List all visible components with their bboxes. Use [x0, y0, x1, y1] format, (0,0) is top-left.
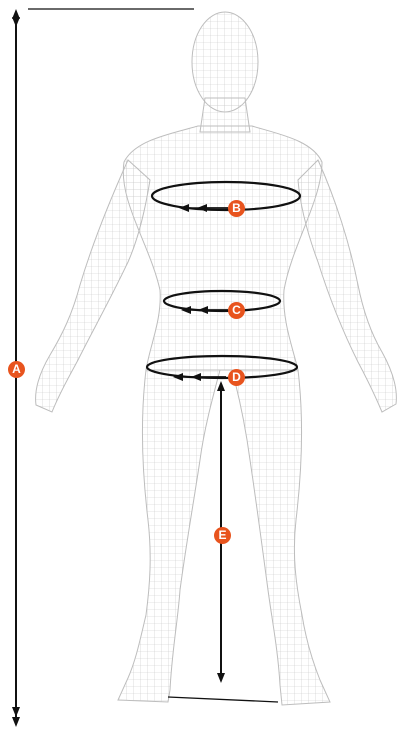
- body-silhouette: [36, 12, 397, 705]
- left-leg: [118, 370, 220, 702]
- badge-a: A: [8, 361, 25, 378]
- head: [192, 12, 258, 112]
- right-leg: [232, 370, 330, 705]
- badge-c: C: [228, 302, 245, 319]
- badge-b: B: [228, 200, 245, 217]
- left-arm: [36, 160, 150, 412]
- badge-e: E: [214, 527, 231, 544]
- badge-d: D: [228, 369, 245, 386]
- torso: [123, 126, 322, 370]
- floor-line: [168, 697, 278, 702]
- right-arm: [298, 160, 396, 412]
